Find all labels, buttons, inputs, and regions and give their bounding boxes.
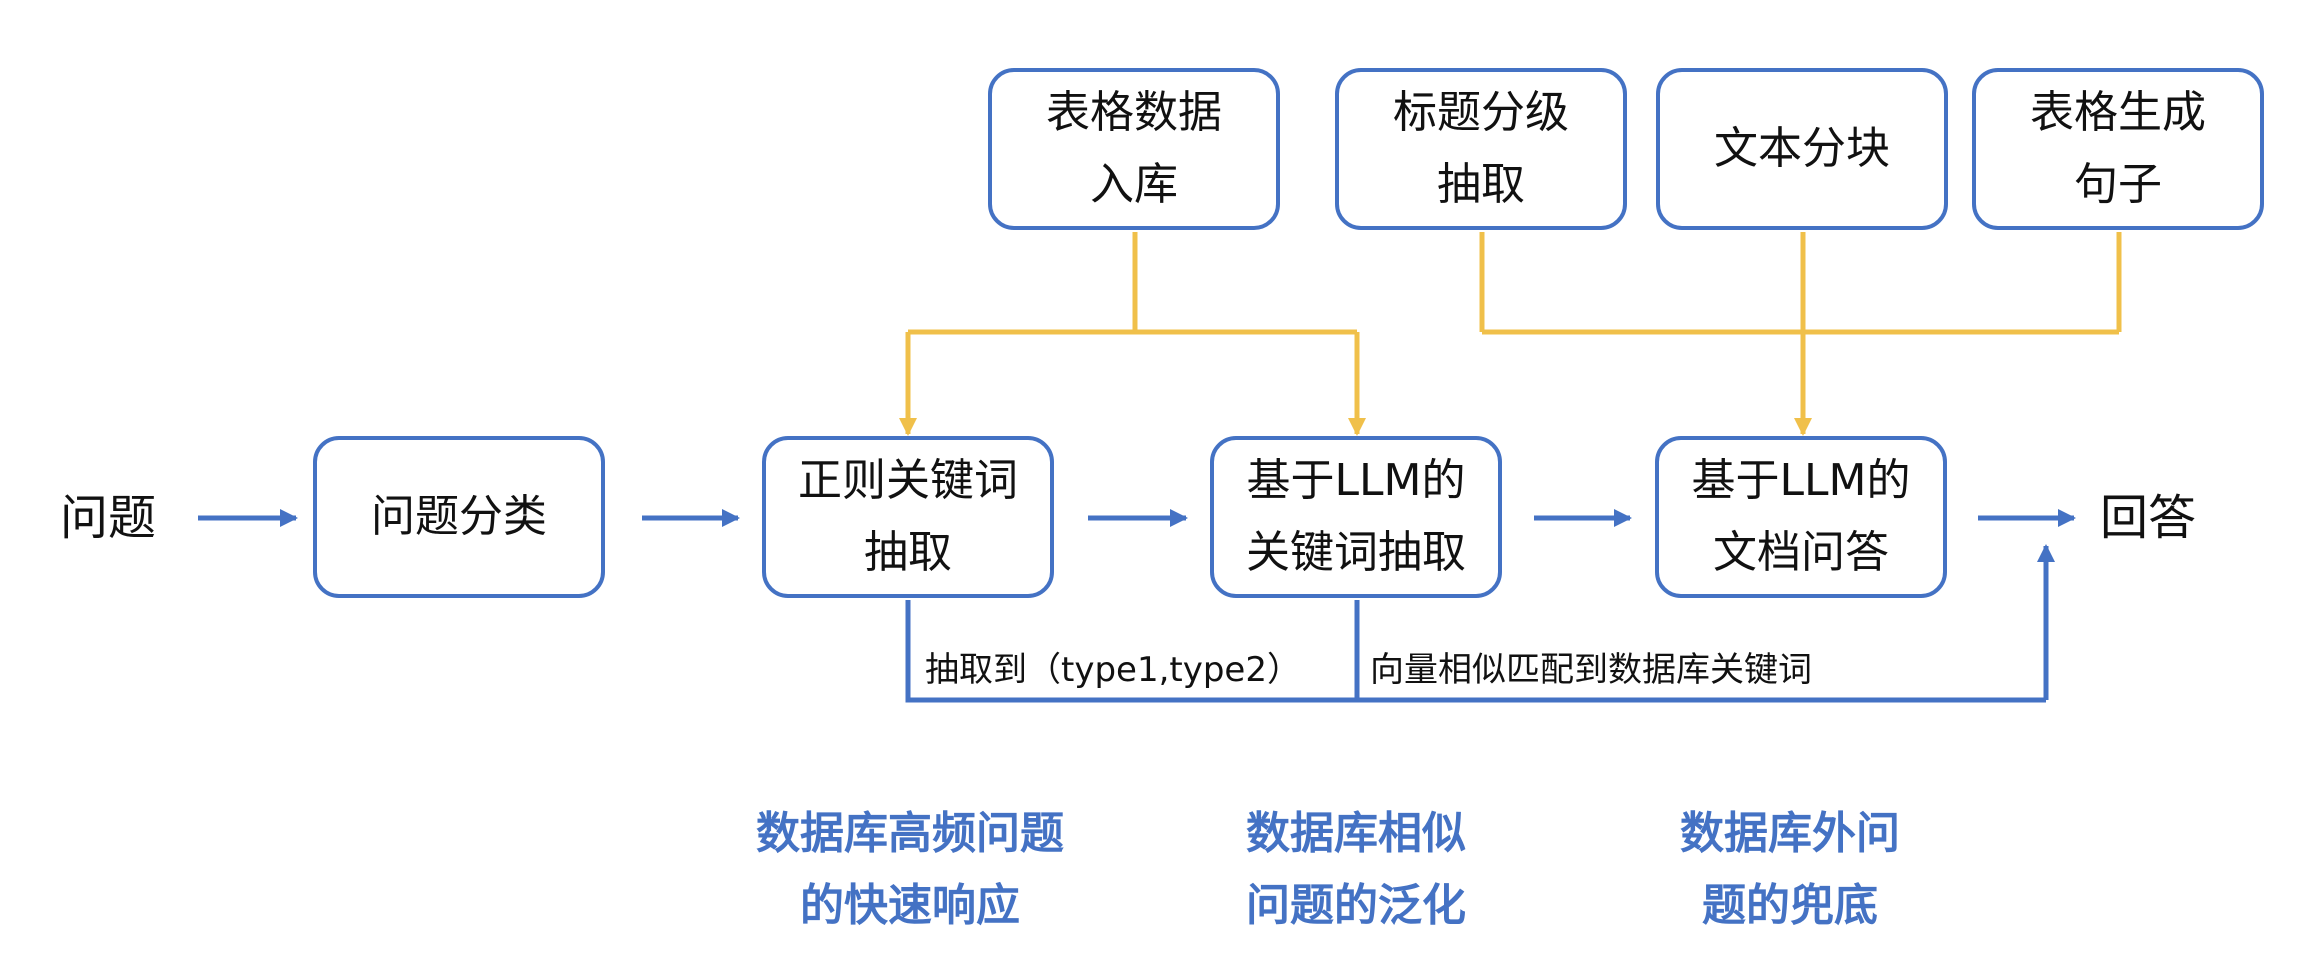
caption-fast-response-line-2: 的快速响应 <box>800 880 1020 931</box>
node-table-to-sentence-line-1: 表格生成 <box>2030 87 2206 138</box>
node-regex-keyword-extract: 正则关键词 抽取 <box>762 436 1054 598</box>
node-heading-level-extract-line-1: 标题分级 <box>1393 87 1569 138</box>
node-llm-keyword-extract: 基于LLM的 关键词抽取 <box>1210 436 1502 598</box>
node-heading-level-extract-line-2: 抽取 <box>1437 159 1525 210</box>
edge-label-regex-hit: 抽取到（type1,type2） <box>925 650 1301 690</box>
question-label: 问题 <box>60 490 157 546</box>
caption-fallback-line-2: 题的兜底 <box>1702 880 1878 931</box>
node-regex-keyword-extract-line-1: 正则关键词 <box>798 455 1018 506</box>
edge-regex-bypass <box>905 600 2046 703</box>
caption-fast-response-line-1: 数据库高频问题 <box>756 808 1064 859</box>
caption-generalization-line-1: 数据库相似 <box>1246 808 1466 859</box>
caption-fallback: 数据库外问 题的兜底 <box>1620 798 1960 942</box>
node-text-chunking: 文本分块 <box>1656 68 1948 230</box>
answer-label: 回答 <box>2100 490 2197 546</box>
edge-label-vector-match: 向量相似匹配到数据库关键词 <box>1370 650 1812 690</box>
node-llm-keyword-extract-line-2: 关键词抽取 <box>1246 527 1466 578</box>
node-text-chunking-line-1: 文本分块 <box>1714 123 1890 174</box>
node-table-data-ingest: 表格数据 入库 <box>988 68 1280 230</box>
node-llm-doc-qa-line-2: 文档问答 <box>1713 527 1889 578</box>
node-heading-level-extract: 标题分级 抽取 <box>1335 68 1627 230</box>
node-llm-doc-qa-line-1: 基于LLM的 <box>1691 455 1911 506</box>
node-question-classify: 问题分类 <box>313 436 605 598</box>
node-llm-keyword-extract-line-1: 基于LLM的 <box>1246 455 1466 506</box>
node-regex-keyword-extract-line-2: 抽取 <box>864 527 952 578</box>
caption-fallback-line-1: 数据库外问 <box>1680 808 1900 859</box>
node-table-data-ingest-line-2: 入库 <box>1090 159 1178 210</box>
caption-fast-response: 数据库高频问题 的快速响应 <box>700 798 1120 942</box>
caption-generalization-line-2: 问题的泛化 <box>1246 880 1466 931</box>
node-llm-doc-qa: 基于LLM的 文档问答 <box>1655 436 1947 598</box>
node-table-to-sentence: 表格生成 句子 <box>1972 68 2264 230</box>
caption-generalization: 数据库相似 问题的泛化 <box>1186 798 1526 942</box>
node-question-classify-line-1: 问题分类 <box>371 491 547 542</box>
node-table-to-sentence-line-2: 句子 <box>2074 159 2162 210</box>
node-table-data-ingest-line-1: 表格数据 <box>1046 87 1222 138</box>
